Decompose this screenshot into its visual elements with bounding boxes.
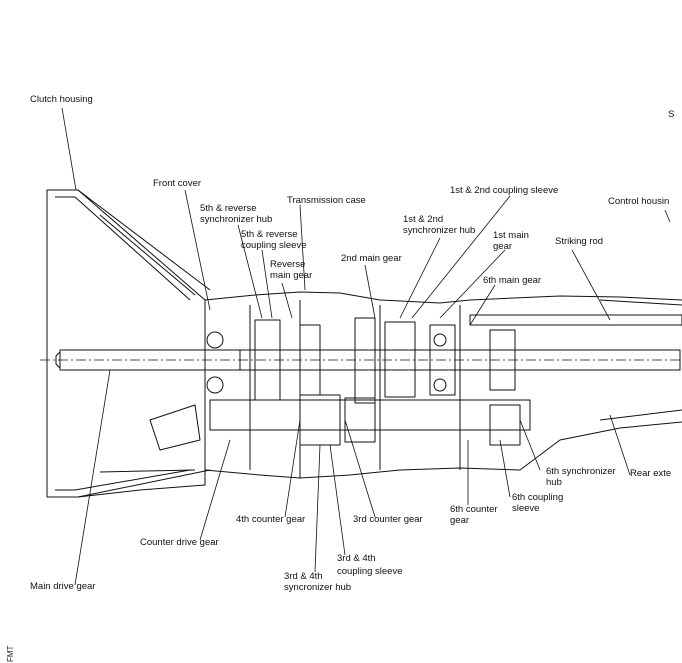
- label-3rd-counter-gear: 3rd counter gear: [353, 514, 423, 525]
- counter-shaft: [209, 399, 531, 431]
- label-5th-rev-coupling-line1: 5th & reverse: [241, 229, 298, 240]
- label-counter-drive-gear: Counter drive gear: [140, 537, 219, 548]
- label-2nd-main-gear: 2nd main gear: [341, 253, 402, 264]
- label-6th-coupling-line1: 6th coupling: [512, 492, 564, 503]
- striking-rod: [469, 314, 682, 326]
- label-3rd-4th-coupling-line2: coupling sleeve: [337, 566, 403, 577]
- label-6th-sync-hub-line2: hub: [546, 477, 562, 488]
- label-1st-2nd-sync-hub-line1: 1st & 2nd: [403, 214, 444, 225]
- transmission-case: [204, 291, 682, 304]
- label-6th-sync-hub-line1: 6th synchronizer: [546, 466, 616, 477]
- label-rear-extension: Rear exte: [630, 468, 672, 479]
- label-front-cover: Front cover: [153, 178, 202, 189]
- label-6th-counter-gear-line2: gear: [450, 515, 470, 526]
- label-5th-rev-sync-hub-line2: synchronizer hub: [200, 214, 273, 225]
- label-6th-counter-gear-line1: 6th counter: [450, 504, 498, 515]
- label-1st-main-gear-line1: 1st main: [493, 230, 529, 241]
- label-clutch-housing: Clutch housing: [30, 94, 93, 105]
- label-striking-rod: Striking rod: [555, 236, 604, 247]
- label-3rd-4th-sync-hub-line1: 3rd & 4th: [284, 571, 323, 582]
- label-4th-counter-gear: 4th counter gear: [236, 514, 306, 525]
- label-1st-main-gear-line2: gear: [493, 241, 513, 252]
- label-main-drive-gear: Main drive gear: [30, 581, 96, 592]
- label-1st-2nd-sync-hub-line2: synchronizer hub: [403, 225, 476, 236]
- side-mark: FMT: [6, 645, 15, 662]
- label-5th-rev-coupling-line2: coupling sleeve: [241, 240, 307, 251]
- label-6th-coupling-line2: sleeve: [512, 503, 540, 514]
- label-1st-2nd-coupling-sleeve: 1st & 2nd coupling sleeve: [450, 185, 559, 196]
- label-control-housing: Control housin: [608, 196, 670, 207]
- clutch-housing-outline: [46, 189, 206, 498]
- label-transmission-case: Transmission case: [287, 195, 366, 206]
- label-6th-main-gear: 6th main gear: [483, 275, 542, 286]
- label-reverse-main-gear-line2: main gear: [270, 270, 313, 281]
- main-shaft: [239, 349, 681, 371]
- label-reverse-main-gear-line1: Reverse: [270, 259, 306, 270]
- label-3rd-4th-sync-hub-line2: syncronizer hub: [284, 582, 352, 593]
- label-edge-mark: S: [668, 109, 675, 120]
- label-5th-rev-sync-hub-line1: 5th & reverse: [200, 203, 257, 214]
- label-3rd-4th-coupling-line1: 3rd & 4th: [337, 553, 376, 564]
